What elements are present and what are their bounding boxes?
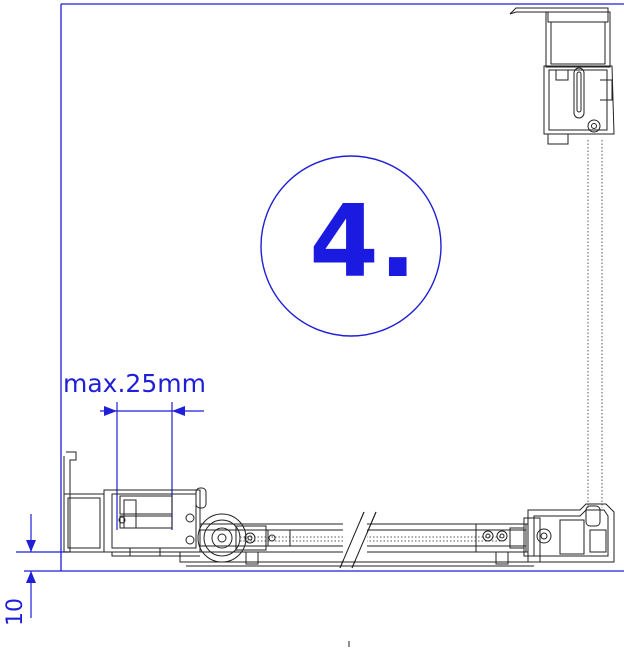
max-dimension: max.25mm [63, 369, 206, 530]
max-dimension-label: max.25mm [63, 369, 206, 398]
dimension-arrow-right [172, 406, 185, 416]
dimension-arrow-left [104, 406, 117, 416]
bottom-left-clamp [103, 487, 207, 557]
offset-arrow-top [26, 540, 36, 552]
step-number: 4. [309, 183, 417, 300]
frame-lines [16, 3, 624, 572]
wall-profile [63, 451, 105, 553]
break-marks [339, 511, 377, 569]
offset-arrow-bottom [26, 571, 36, 583]
bottom-right-bracket [527, 503, 615, 563]
offset-label: 10 [3, 598, 28, 626]
step-indicator: 4. [260, 155, 442, 337]
step-circle [260, 155, 442, 337]
offset-dimension: 10 [3, 514, 36, 626]
top-bracket [509, 7, 615, 145]
dotted-guide [587, 140, 603, 508]
left-drive-wheel [197, 513, 291, 565]
